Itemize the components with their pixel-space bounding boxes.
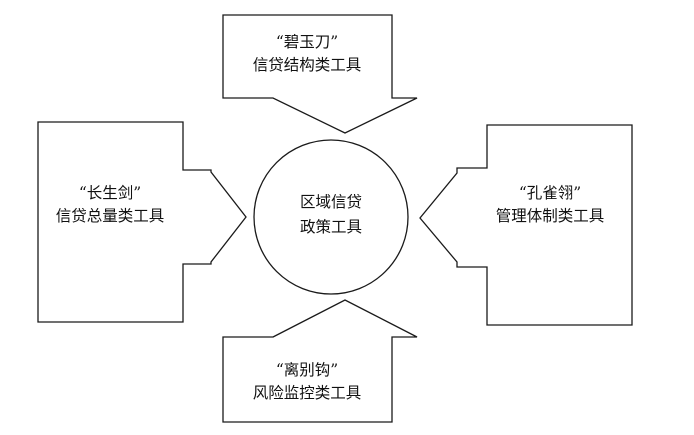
center-circle	[253, 139, 409, 295]
right-arrow-box	[419, 124, 633, 326]
bottom-arrow-box	[222, 299, 418, 423]
top-arrow-box	[222, 14, 418, 134]
top-box-title: “碧玉刀”	[276, 33, 338, 51]
left-arrow-box	[37, 121, 247, 323]
left-box-subtitle: 信贷总量类工具	[56, 207, 165, 225]
bottom-box-title: “离别钩”	[276, 361, 338, 379]
right-box-subtitle: 管理体制类工具	[496, 207, 605, 225]
left-box-title: “长生剑”	[79, 184, 141, 202]
center-title: 区域信贷	[300, 193, 362, 211]
right-box-title: “孔雀翎”	[519, 184, 581, 202]
center-subtitle: 政策工具	[300, 218, 362, 236]
bottom-box-subtitle: 风险监控类工具	[253, 384, 362, 402]
top-box-subtitle: 信贷结构类工具	[253, 56, 362, 74]
